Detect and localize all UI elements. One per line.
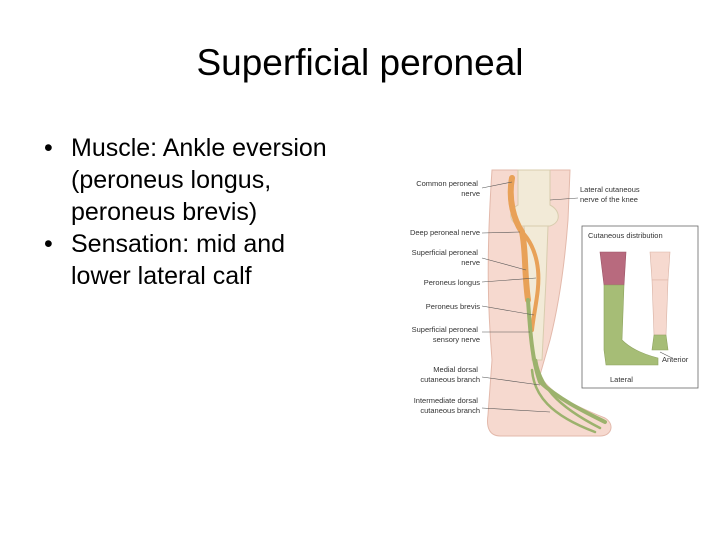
bullet-marker: • bbox=[44, 230, 53, 258]
superficial-peroneal-sensory-nerve bbox=[526, 298, 607, 424]
anatomy-figure: Common peroneal nerve Deep peroneal nerv… bbox=[400, 160, 700, 440]
bullet-text-muscle: Muscle: Ankle eversion (peroneus longus,… bbox=[71, 134, 327, 226]
inset-lateral-label: Lateral bbox=[610, 375, 633, 384]
label-superficial-peroneal: Superficial peroneal nerve bbox=[412, 248, 480, 267]
bullet-item-sensation: • Sensation: mid and lower lateral calf bbox=[44, 228, 344, 292]
bullet-item-muscle: • Muscle: Ankle eversion (peroneus longu… bbox=[44, 132, 344, 228]
label-peroneus-brevis: Peroneus brevis bbox=[426, 302, 480, 311]
inset-anterior-foot bbox=[651, 334, 669, 351]
bullet-list: • Muscle: Ankle eversion (peroneus longu… bbox=[44, 132, 344, 292]
inset-lateral-leg-upper bbox=[599, 251, 627, 286]
inset-anterior-leg-mid bbox=[651, 279, 669, 336]
medial-dorsal-branch bbox=[534, 358, 602, 430]
slide-title: Superficial peroneal bbox=[196, 42, 524, 83]
label-peroneus-longus: Peroneus longus bbox=[424, 278, 481, 287]
peroneus-muscle bbox=[520, 230, 541, 332]
cutaneous-distribution-inset: Cutaneous distribution Anterior Lateral bbox=[581, 225, 699, 389]
leg-outline bbox=[487, 169, 612, 437]
label-deep-peroneal: Deep peroneal nerve bbox=[410, 228, 480, 237]
inset-lateral-leg-lower bbox=[603, 284, 659, 366]
label-intermediate-dorsal: Intermediate dorsal cutaneous branch bbox=[414, 396, 480, 415]
inset-title: Cutaneous distribution bbox=[588, 231, 663, 240]
label-superficial-sensory: Superficial peroneal sensory nerve bbox=[412, 325, 480, 344]
bullet-text-sensation: Sensation: mid and lower lateral calf bbox=[71, 230, 286, 290]
intermediate-dorsal-branch bbox=[530, 368, 597, 434]
leg-nerve-illustration: Common peroneal nerve Deep peroneal nerv… bbox=[410, 169, 699, 437]
bullet-marker: • bbox=[44, 134, 53, 162]
inset-anterior-label: Anterior bbox=[662, 355, 689, 364]
inset-anterior-leg-upper bbox=[649, 251, 671, 281]
label-leader-lines bbox=[481, 181, 579, 413]
label-medial-dorsal: Medial dorsal cutaneous branch bbox=[420, 365, 480, 384]
label-lateral-cutaneous-knee: Lateral cutaneous nerve of the knee bbox=[580, 185, 642, 204]
label-common-peroneal: Common peroneal nerve bbox=[416, 179, 480, 198]
